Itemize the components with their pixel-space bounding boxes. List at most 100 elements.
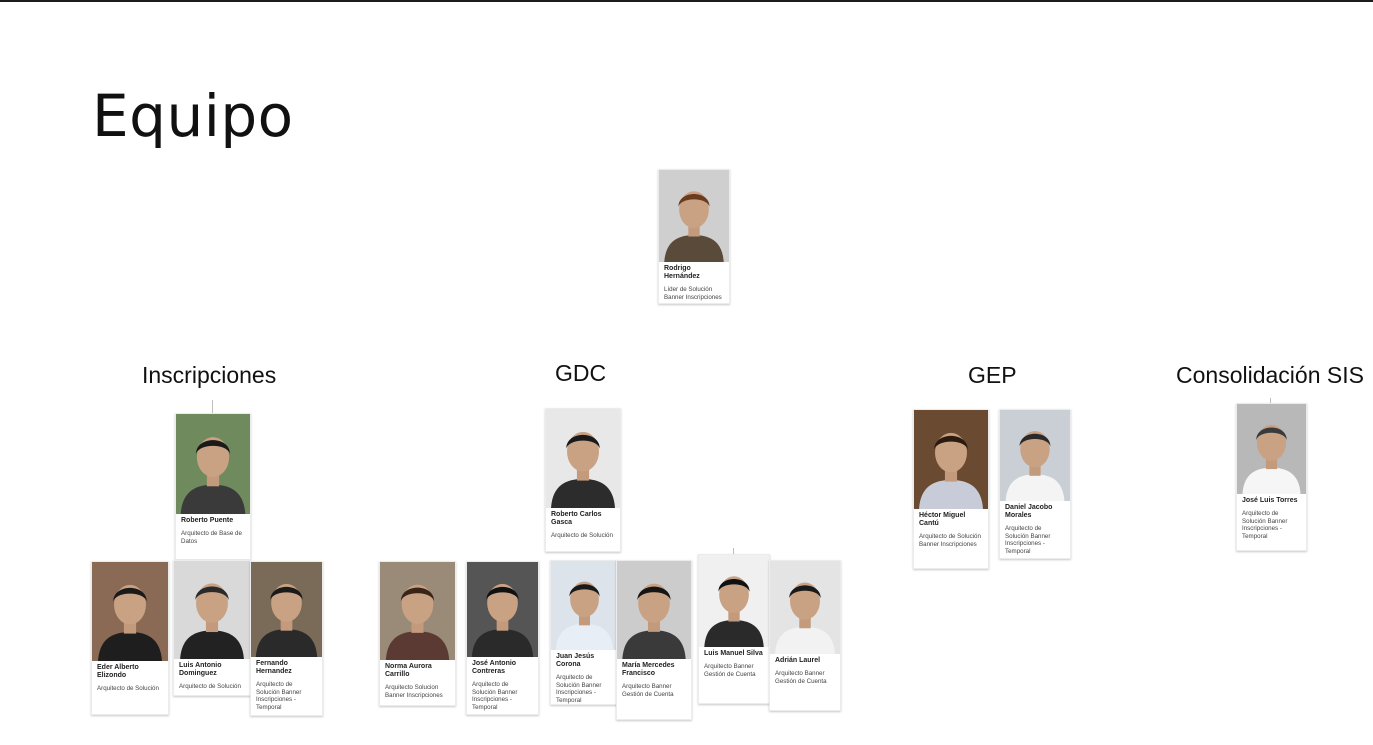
person-role: Arquitecto Banner Gestión de Cuenta: [622, 683, 674, 698]
person-photo: [467, 562, 538, 657]
portrait-illustration: [770, 561, 840, 654]
connector-line: [1270, 398, 1271, 403]
person-role: Arquitecto Solucion Banner Inscripciones: [385, 684, 443, 699]
person-role: Arquitecto de Solución Banner Inscripcio…: [256, 681, 302, 711]
person-name: Héctor Miguel Cantú: [919, 512, 966, 527]
portrait-neck: [1265, 455, 1278, 470]
person-name: Daniel Jacobo Morales: [1005, 504, 1053, 519]
portrait-neck: [728, 607, 740, 622]
portrait-body: [471, 629, 534, 657]
portrait-hair: [400, 587, 435, 602]
person-photo: [699, 555, 769, 647]
person-card-roberto-puente[interactable]: Roberto Puente Arquitecto de Base de Dat…: [175, 413, 251, 560]
person-role: Líder de Solución Banner Inscripciones: [664, 286, 722, 301]
portrait-neck: [688, 222, 700, 237]
person-name: Rodrigo Hernández: [664, 265, 700, 280]
portrait-hair: [196, 440, 230, 454]
person-name: Luis Antonio Dominguez: [179, 662, 222, 677]
portrait-illustration: [92, 562, 168, 661]
portrait-body: [180, 630, 244, 659]
person-photo: [176, 414, 250, 514]
portrait-hair: [569, 584, 600, 597]
portrait-face: [1020, 431, 1050, 468]
portrait-illustration: [699, 555, 769, 647]
portrait-hair: [486, 586, 519, 600]
portrait-face: [935, 432, 967, 473]
person-photo: [251, 562, 322, 657]
person-role: Arquitecto de Solución: [97, 685, 159, 692]
person-card-jose-antonio-contreras[interactable]: José Antonio Contreras Arquitecto de Sol…: [466, 561, 539, 715]
connector-line: [733, 548, 734, 554]
portrait-illustration: [251, 562, 322, 657]
person-name: José Antonio Contreras: [472, 660, 517, 675]
portrait-illustration: [659, 170, 729, 262]
portrait-body: [1242, 467, 1301, 494]
portrait-hair: [934, 435, 968, 450]
portrait-neck: [1029, 461, 1041, 476]
portrait-body: [704, 620, 764, 647]
person-card-hector-miguel-cantu[interactable]: Héctor Miguel Cantú Arquitecto de Soluci…: [913, 409, 989, 569]
person-name: María Mercedes Francisco: [622, 662, 675, 677]
person-photo: [659, 170, 729, 262]
person-card-fernando-hernandez[interactable]: Fernando Hernandez Arquitecto de Solució…: [250, 561, 323, 716]
connector-line: [212, 400, 213, 414]
person-card-luis-antonio-dominguez[interactable]: Luis Antonio Dominguez Arquitecto de Sol…: [173, 560, 251, 696]
portrait-illustration: [174, 561, 250, 659]
person-name: Norma Aurora Carrillo: [385, 663, 432, 678]
portrait-face: [679, 191, 709, 229]
person-photo: [1237, 404, 1306, 494]
person-card-rodrigo-hernandez[interactable]: Rodrigo Hernández Líder de Solución Bann…: [658, 169, 730, 304]
person-card-maria-mercedes-francisco[interactable]: María Mercedes Francisco Arquitecto Bann…: [616, 560, 692, 720]
portrait-illustration: [176, 414, 250, 514]
person-name: Luis Manuel Silva: [704, 650, 763, 657]
person-card-juan-jesus-corona[interactable]: Juan Jesús Corona Arquitecto de Solución…: [550, 560, 619, 705]
portrait-hair: [718, 579, 750, 592]
top-rule: [0, 0, 1373, 2]
portrait-hair: [113, 587, 147, 602]
person-name: Roberto Carlos Gasca: [551, 511, 602, 526]
section-gdc: GDC: [555, 360, 607, 386]
person-card-luis-manuel-silva[interactable]: Luis Manuel Silva Arquitecto Banner Gest…: [698, 554, 770, 704]
person-photo: [174, 561, 250, 659]
person-name: Juan Jesús Corona: [556, 653, 595, 668]
person-photo: [1000, 410, 1070, 501]
person-photo: [380, 562, 455, 660]
portrait-face: [567, 431, 599, 472]
person-role: Arquitecto de Solución Banner Inscripcio…: [472, 681, 518, 711]
person-card-roberto-carlos-gasca[interactable]: Roberto Carlos Gasca Arquitecto de Soluc…: [545, 408, 621, 552]
portrait-neck: [280, 616, 293, 631]
section-inscripciones: Inscripciones: [142, 362, 277, 388]
person-card-daniel-jacobo-morales[interactable]: Daniel Jacobo Morales Arquitecto de Solu…: [999, 409, 1071, 559]
portrait-face: [401, 584, 434, 624]
person-card-jose-luis-torres[interactable]: José Luis Torres Arquitecto de Solución …: [1236, 403, 1307, 551]
portrait-hair: [637, 586, 671, 601]
person-role: Arquitecto de Solución Banner Inscripcio…: [556, 674, 602, 704]
person-role: Arquitecto de Solución Banner Inscripcio…: [1005, 525, 1051, 555]
portrait-illustration: [551, 561, 618, 650]
portrait-face: [487, 583, 518, 622]
portrait-hair: [678, 194, 710, 207]
person-role: Arquitecto de Solución Banner Inscripcio…: [1242, 510, 1288, 540]
person-card-adrian-laurel[interactable]: Adrián Laurel Arquitecto Banner Gestión …: [769, 560, 841, 711]
portrait-face: [196, 437, 230, 478]
portrait-body: [551, 479, 615, 508]
person-card-norma-aurora-carrillo[interactable]: Norma Aurora Carrillo Arquitecto Solucio…: [379, 561, 456, 706]
portrait-face: [719, 576, 749, 614]
person-card-eder-alberto-elizondo[interactable]: Eder Alberto Elizondo Arquitecto de Solu…: [91, 561, 169, 715]
person-photo: [914, 410, 988, 509]
person-name: José Luis Torres: [1242, 497, 1298, 504]
portrait-body: [774, 626, 836, 654]
portrait-body: [180, 484, 246, 514]
portrait-face: [1256, 424, 1287, 461]
portrait-hair: [1019, 433, 1051, 447]
person-role: Arquitecto Banner Gestión de Cuenta: [775, 670, 827, 685]
person-name: Eder Alberto Elizondo: [97, 664, 139, 679]
person-photo: [617, 561, 691, 659]
person-photo: [92, 562, 168, 661]
portrait-body: [622, 630, 686, 659]
portrait-illustration: [914, 410, 988, 509]
portrait-illustration: [546, 409, 620, 508]
person-role: Arquitecto de Base de Datos: [181, 530, 242, 545]
portrait-hair: [566, 434, 600, 449]
portrait-illustration: [1000, 410, 1070, 501]
